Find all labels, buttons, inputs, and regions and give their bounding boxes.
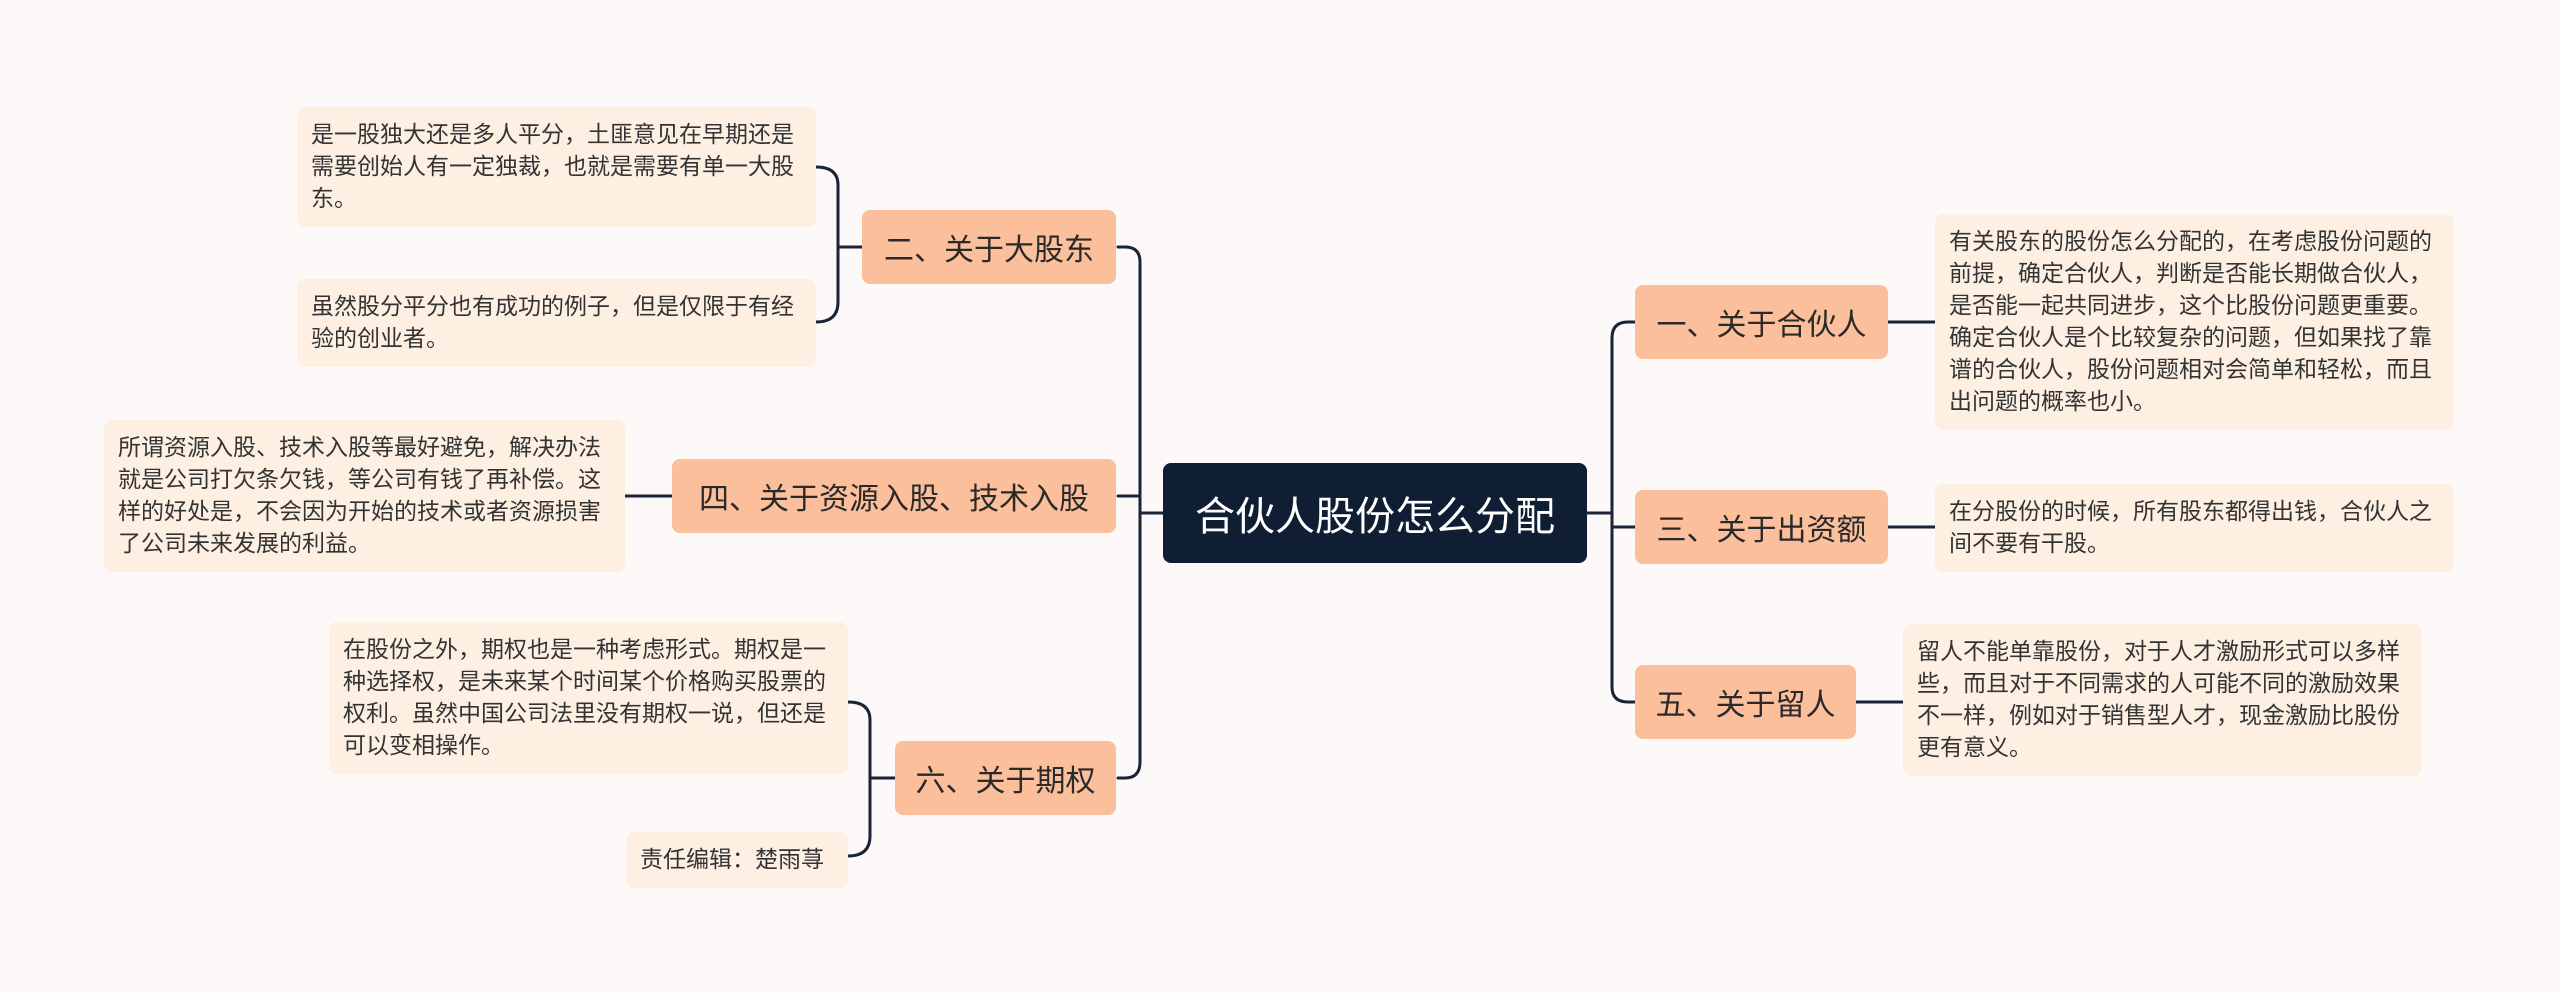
leaf-partner: 有关股东的股份怎么分配的，在考虑股份问题的前提，确定合伙人，判断是否能长期做合伙…: [1935, 214, 2454, 430]
branch-retain[interactable]: 五、关于留人: [1635, 665, 1856, 739]
branch-capital[interactable]: 三、关于出资额: [1635, 490, 1888, 564]
leaf-editor: 责任编辑：楚雨荨: [626, 832, 848, 888]
connector-b6-leaves: [846, 700, 872, 858]
branch-resource-tech[interactable]: 四、关于资源入股、技术入股: [672, 459, 1116, 533]
leaf-shareholder-1: 是一股独大还是多人平分，土匪意见在早期还是需要创始人有一定独裁，也就是需要有单一…: [297, 107, 816, 227]
branch-shareholder[interactable]: 二、关于大股东: [862, 210, 1116, 284]
leaf-retain: 留人不能单靠股份，对于人才激励形式可以多样些，而且对于不同需求的人可能不同的激励…: [1903, 624, 2422, 776]
leaf-options-1: 在股份之外，期权也是一种考虑形式。期权是一种选择权，是未来某个时间某个价格购买股…: [329, 622, 848, 774]
central-topic[interactable]: 合伙人股份怎么分配: [1163, 463, 1587, 563]
leaf-resource-tech: 所谓资源入股、技术入股等最好避免，解决办法就是公司打欠条欠钱，等公司有钱了再补偿…: [104, 420, 625, 572]
connector-to-b6: [1116, 760, 1142, 780]
connector-to-b5: [1610, 685, 1637, 704]
connector-left-trunk: [1116, 245, 1142, 764]
leaf-capital: 在分股份的时候，所有股东都得出钱，合伙人之间不要有干股。: [1935, 484, 2454, 572]
connector-right-trunk: [1610, 320, 1637, 689]
branch-options[interactable]: 六、关于期权: [895, 741, 1116, 815]
connector-b2-leaves: [814, 165, 840, 324]
branch-partner[interactable]: 一、关于合伙人: [1635, 285, 1888, 359]
leaf-shareholder-2: 虽然股分平分也有成功的例子，但是仅限于有经验的创业者。: [297, 279, 816, 367]
